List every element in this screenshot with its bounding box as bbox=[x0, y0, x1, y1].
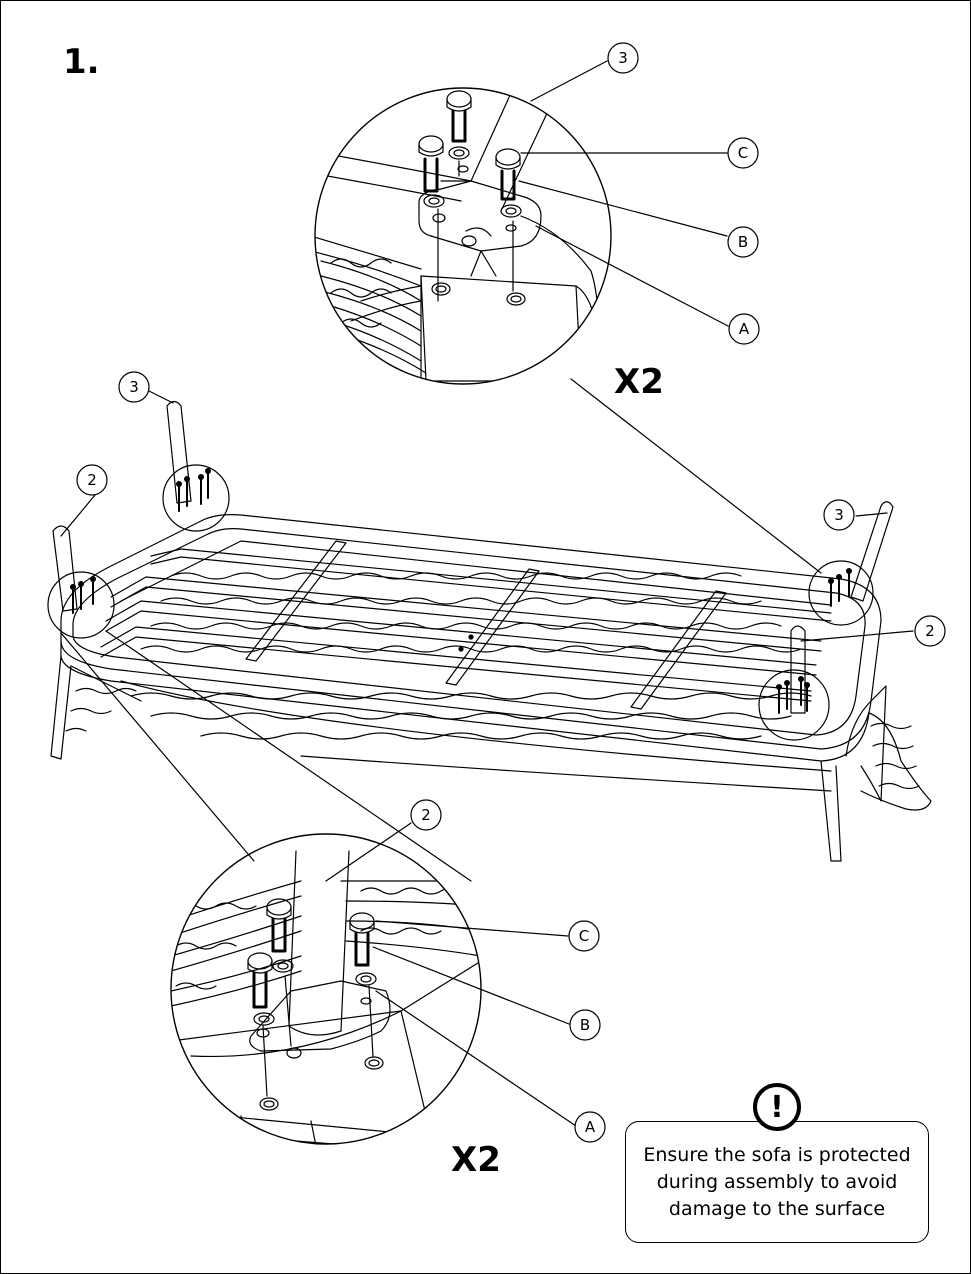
top-bolt-3 bbox=[495, 148, 522, 218]
top-callout-3: 3 bbox=[607, 42, 639, 74]
svg-text:3: 3 bbox=[618, 49, 628, 67]
bottom-callout-b: B bbox=[569, 1009, 601, 1041]
top-callout-b: B bbox=[727, 226, 759, 258]
main-callout-right-2: 2 bbox=[914, 615, 946, 647]
bottom-callout-a: A bbox=[574, 1111, 606, 1143]
svg-text:C: C bbox=[738, 144, 748, 162]
right-back-post bbox=[850, 501, 894, 602]
svg-text:B: B bbox=[580, 1016, 590, 1034]
top-detail: 3 C B A X2 bbox=[314, 42, 760, 402]
sofa-frame: 2 3 3 2 bbox=[47, 371, 946, 862]
svg-text:3: 3 bbox=[129, 378, 139, 396]
right-leg-post bbox=[790, 625, 806, 714]
svg-text:2: 2 bbox=[87, 471, 97, 489]
bottom-bolt-1 bbox=[266, 898, 294, 973]
warning-box: Ensure the sofa is protected during asse… bbox=[625, 1121, 929, 1243]
top-multiplier: X2 bbox=[614, 362, 664, 402]
svg-text:B: B bbox=[738, 233, 748, 251]
svg-text:C: C bbox=[579, 927, 589, 945]
svg-text:2: 2 bbox=[421, 806, 431, 824]
bottom-detail: 2 C B A X2 bbox=[170, 799, 606, 1180]
top-callout-a: A bbox=[728, 313, 760, 345]
svg-text:2: 2 bbox=[925, 622, 935, 640]
bottom-callout-c: C bbox=[568, 920, 600, 952]
main-callout-left-2: 2 bbox=[76, 464, 108, 496]
bottom-bolt-3 bbox=[247, 952, 275, 1026]
main-callout-left-3: 3 bbox=[118, 371, 150, 403]
left-leg-post bbox=[52, 525, 78, 612]
bottom-bolt-2 bbox=[349, 912, 377, 986]
top-bolt-2 bbox=[418, 135, 445, 208]
bottom-multiplier: X2 bbox=[451, 1140, 501, 1180]
exclamation-icon: ! bbox=[753, 1083, 801, 1131]
step-number: 1. bbox=[63, 42, 100, 82]
bottom-callout-2: 2 bbox=[410, 799, 442, 831]
svg-text:A: A bbox=[739, 320, 750, 338]
top-bolt-1 bbox=[446, 90, 472, 160]
svg-text:A: A bbox=[585, 1118, 596, 1136]
svg-text:3: 3 bbox=[834, 506, 844, 524]
warning-text: Ensure the sofa is protected during asse… bbox=[643, 1143, 911, 1220]
left-back-post bbox=[166, 400, 192, 504]
main-callout-right-3: 3 bbox=[823, 499, 855, 531]
top-callout-c: C bbox=[727, 137, 759, 169]
